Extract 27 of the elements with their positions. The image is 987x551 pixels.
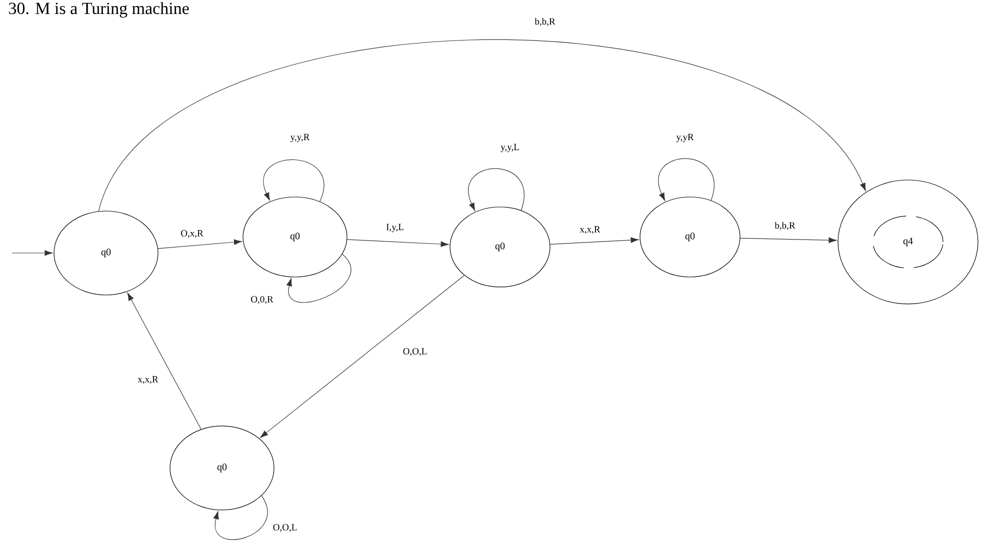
question-text: 30. M is a Turing machine [9,2,189,18]
edge-label: x,x,R [138,376,158,384]
arrow [550,237,639,245]
arrow [468,168,524,211]
edge-label: x,x,R [580,226,600,234]
arrow [658,158,714,201]
edge-label: O,O,L [273,524,297,532]
edge-label: b,b,R [534,18,556,26]
edge-label: O,x,R [181,230,204,238]
arrow [260,275,465,438]
arrow [213,495,268,540]
edge-label: y,y,L [500,144,519,152]
arrow [158,239,242,249]
arrow [286,254,352,303]
edge-label: y,yR [676,134,694,142]
arrow [263,159,324,202]
edge-label: O,O,L [403,348,427,356]
edge-label: I,y,L [386,224,404,232]
arrow [127,292,202,430]
arrow [12,250,53,256]
edge-label: O,0,R [251,296,274,304]
edge-label: y,y,R [290,134,310,142]
arrow [98,40,866,212]
accepting-state: q4 [838,180,978,304]
arrow [740,237,837,243]
arrow [346,239,449,247]
edge-label: b,b,R [774,222,796,230]
